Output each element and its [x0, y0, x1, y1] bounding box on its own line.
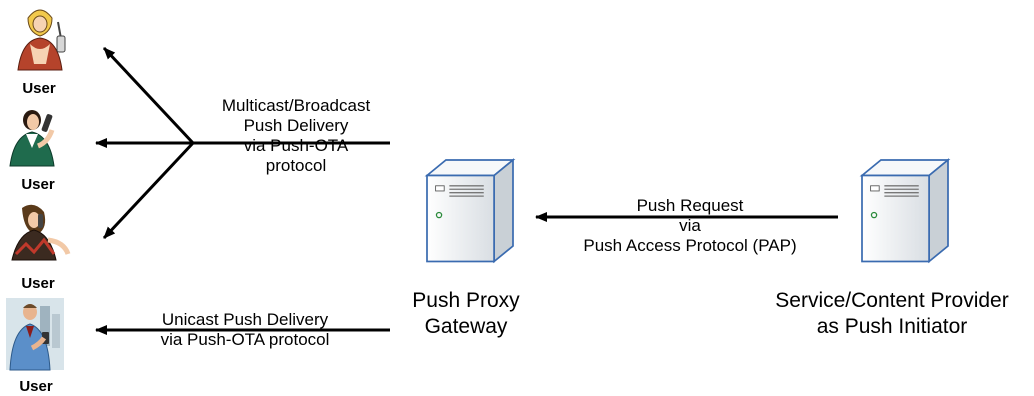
unicast-label: Unicast Push Delivery via Push-OTA proto…: [130, 310, 360, 350]
unicast-line-1: Unicast Push Delivery: [161, 310, 329, 329]
user-label-4: User: [19, 378, 53, 395]
push-request-line-3: Push Access Protocol (PAP): [583, 236, 797, 255]
multicast-arrow-top: [102, 46, 195, 145]
multicast-line-1: Multicast/Broadcast: [221, 96, 371, 115]
multicast-line-3: via Push-OTA: [243, 136, 349, 155]
gateway-server-icon: [426, 159, 514, 263]
provider-label-line-2: as Push Initiator: [816, 315, 968, 338]
provider-server-icon: [861, 159, 949, 263]
provider-label: Service/Content Provider as Push Initiat…: [752, 288, 1032, 340]
woman-talking-on-phone-icon: [11, 204, 71, 261]
multicast-label: Multicast/Broadcast Push Delivery via Pu…: [196, 96, 396, 176]
multicast-line-4: protocol: [265, 156, 327, 175]
push-request-line-1: Push Request: [636, 196, 744, 215]
user-label-2: User: [21, 176, 55, 193]
gateway-label: Push Proxy Gateway: [386, 288, 546, 340]
unicast-line-2: via Push-OTA protocol: [160, 330, 330, 349]
gateway-label-line-2: Gateway: [424, 315, 508, 338]
push-request-label: Push Request via Push Access Protocol (P…: [555, 196, 825, 256]
user-label-1: User: [22, 80, 56, 97]
businessman-with-phone-icon: [6, 298, 64, 371]
gateway-label-line-1: Push Proxy: [412, 289, 520, 312]
provider-label-line-1: Service/Content Provider: [775, 289, 1009, 312]
multicast-line-2: Push Delivery: [243, 116, 349, 135]
push-request-line-2: via: [679, 216, 701, 235]
user-label-3: User: [21, 275, 55, 292]
woman-with-phone-icon: [17, 9, 66, 71]
businesswoman-with-phone-icon: [9, 110, 55, 167]
multicast-arrow-bottom: [102, 141, 195, 240]
